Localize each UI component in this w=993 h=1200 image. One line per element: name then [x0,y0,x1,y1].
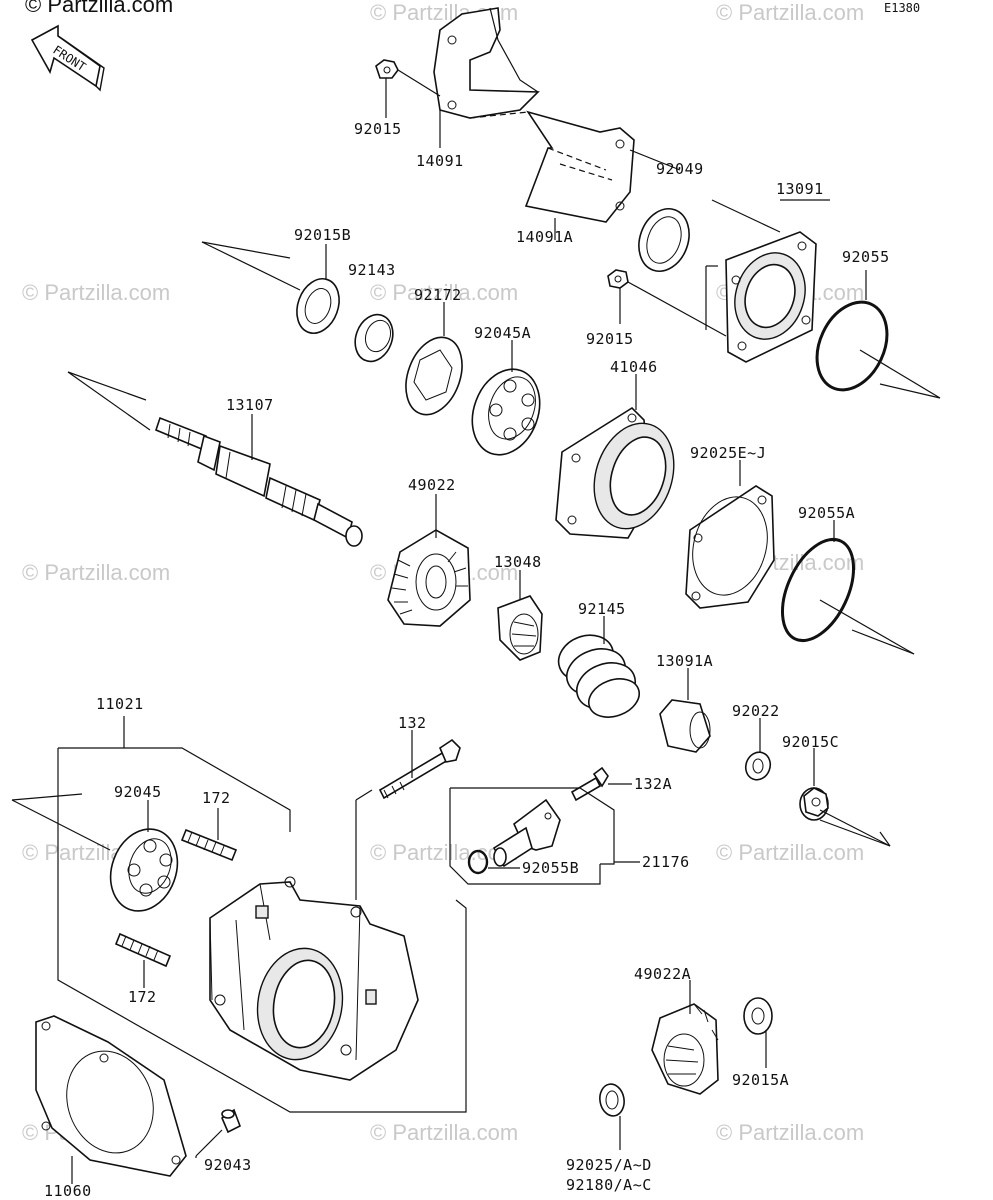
o-ring-92055A [781,537,855,643]
label-13107: 13107 [226,396,274,414]
bevel-gear-49022 [387,529,471,627]
label-41046: 41046 [610,358,658,376]
collar-92143 [354,313,394,363]
copyright-text: © Partzilla.com [25,0,173,17]
housing-41046 [555,406,675,539]
bearing-92045A [471,368,541,456]
flange-nut-92015C [799,787,829,821]
watermark: © Partzilla.com [370,280,518,305]
label-13091: 13091 [776,180,824,198]
label-92022: 92022 [732,702,780,720]
nut-92015-mid [607,265,727,337]
o-ring-92055 [815,300,889,392]
label-92045: 92045 [114,783,162,801]
label-92015C: 92015C [782,733,839,751]
stud-172-upper [180,828,238,862]
gasket-11060 [35,1015,187,1177]
coupling-13048 [497,595,543,661]
label-92143: 92143 [348,261,396,279]
watermark: © Partzilla.com [716,0,864,25]
label-172-top: 172 [202,789,231,807]
label-92045A: 92045A [474,324,531,342]
label-14091: 14091 [416,152,464,170]
watermark: © Partzilla.com [716,840,864,865]
washer-92022 [744,751,772,781]
label-13048: 13048 [494,553,542,571]
label-49022: 49022 [408,476,456,494]
collar-13091A [659,699,711,753]
label-21176: 21176 [642,853,690,871]
watermark: © Partzilla.com [370,840,518,865]
label-13091A: 13091A [656,652,713,670]
label-92043: 92043 [204,1156,252,1174]
bracket-14091 [433,7,540,119]
label-92049: 92049 [656,160,704,178]
drive-shaft-13107 [155,416,363,547]
label-92015B: 92015B [294,226,351,244]
nut-92015A [743,997,773,1035]
sensor-21176 [492,798,561,868]
bearing-92045 [109,828,179,912]
shim-92172 [405,336,463,416]
gasket-92025E-J [685,485,775,609]
bolt-132 [378,738,461,800]
label-14091A: 14091A [516,228,573,246]
watermark: © Partzilla.com [716,1120,864,1145]
diagram-code: E1380 [884,1,920,15]
stud-172-lower [114,932,172,968]
nut-92015-top [375,59,441,118]
watermark: © Partzilla.com [22,560,170,585]
dowel-92043 [221,1108,242,1134]
label-92015-top: 92015 [354,120,402,138]
spring-92145 [557,634,640,718]
label-132: 132 [398,714,427,732]
label-172-bot: 172 [128,988,157,1006]
label-92145: 92145 [578,600,626,618]
o-ring-92055B [467,849,489,875]
label-92055B: 92055B [522,859,579,877]
label-92015A: 92015A [732,1071,789,1089]
label-92025-A-D: 92025/A~D [566,1156,652,1174]
label-92015-mid: 92015 [586,330,634,348]
bracket-14091A [469,110,635,223]
label-92055: 92055 [842,248,890,266]
label-11021: 11021 [96,695,144,713]
label-132A: 132A [634,775,672,793]
label-92180-A-C: 92180/A~C [566,1176,652,1194]
label-11060: 11060 [44,1182,92,1200]
bevel-gear-49022A [651,1003,719,1095]
shim-92025-92180 [599,1083,625,1117]
bearing-housing-13091 [725,231,817,363]
front-arrow-icon: FRONT [30,24,105,92]
gear-case-11021 [209,876,419,1081]
label-49022A: 49022A [634,965,691,983]
watermark: © Partzilla.com [22,280,170,305]
locknut-92015B [296,278,340,334]
watermark: © Partzilla.com [370,1120,518,1145]
label-92025E-J: 92025E~J [690,444,766,462]
seal-92049 [638,208,690,272]
label-92172: 92172 [414,286,462,304]
label-92055A: 92055A [798,504,855,522]
bolt-132A [570,766,609,802]
